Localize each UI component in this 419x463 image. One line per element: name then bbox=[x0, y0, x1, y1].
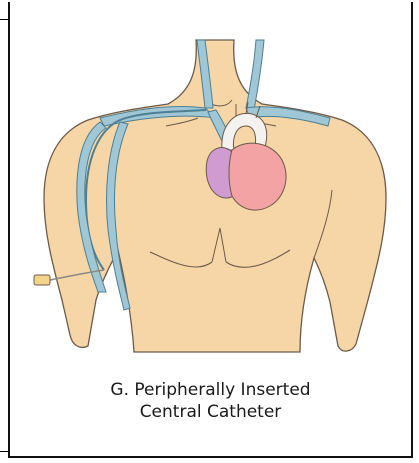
catheter-hub bbox=[34, 275, 50, 285]
right-jugular-vein bbox=[246, 40, 264, 110]
torso bbox=[44, 40, 386, 352]
figure-caption: G. Peripherally Inserted Central Cathete… bbox=[10, 379, 411, 423]
caption-line-2: Central Catheter bbox=[10, 401, 411, 423]
heart-right-side bbox=[229, 143, 286, 210]
caption-line-1: G. Peripherally Inserted bbox=[10, 379, 411, 401]
